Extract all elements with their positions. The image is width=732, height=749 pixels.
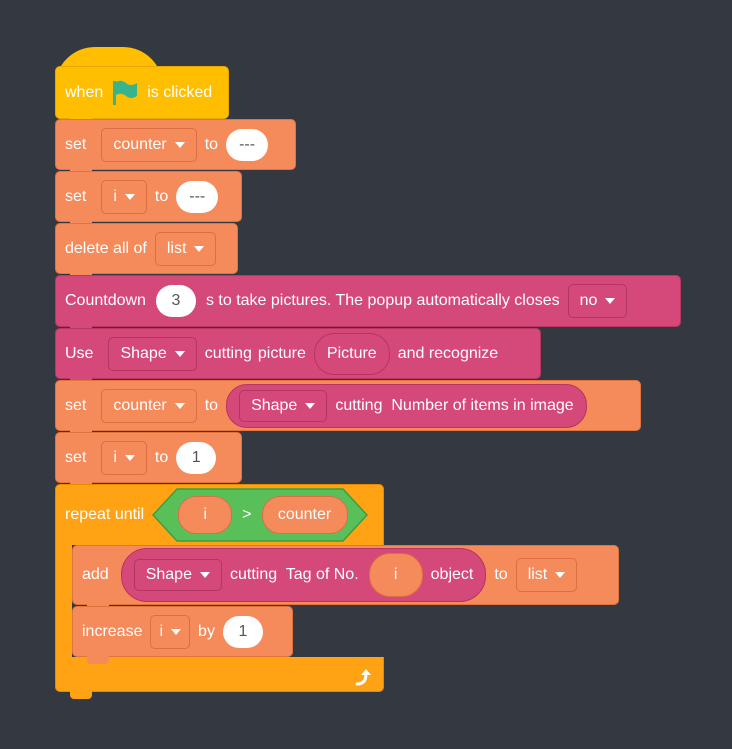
set-label: set — [65, 448, 87, 466]
model-dropdown[interactable]: Shape — [239, 389, 328, 422]
dropdown-value: list — [527, 566, 548, 583]
dropdown-value: no — [579, 292, 598, 309]
caret-down-icon — [171, 628, 182, 635]
model-dropdown[interactable]: Shape — [133, 559, 222, 591]
caret-down-icon — [555, 572, 566, 578]
greater-than-operator[interactable]: i > counter — [152, 488, 369, 542]
dropdown-value: Shape — [145, 566, 192, 583]
caret-down-icon — [124, 193, 135, 200]
caret-down-icon — [305, 402, 316, 409]
increase-i-by-block[interactable]: increase i by 1 — [72, 606, 293, 664]
to-label: to — [204, 135, 219, 153]
number-of-items-reporter[interactable]: Shape cutting Number of items in image — [226, 383, 587, 428]
popup-closes-label: s to take pictures. The popup automatica… — [205, 292, 560, 309]
value-input[interactable]: --- — [176, 180, 219, 213]
delete-all-of-label: delete all of — [65, 239, 147, 257]
use-label: Use — [65, 344, 94, 362]
when-flag-clicked-body[interactable]: when is clicked — [55, 66, 229, 126]
set-label: set — [65, 135, 87, 153]
green-flag-icon — [113, 80, 138, 105]
i-variable-dropdown[interactable]: i — [150, 614, 191, 649]
by-label: by — [198, 622, 215, 640]
picture-reporter[interactable]: Picture — [313, 332, 390, 375]
model-dropdown[interactable]: Shape — [108, 336, 197, 371]
set-i-block[interactable]: set i to --- — [55, 171, 242, 229]
set-i-to-one-block[interactable]: set i to 1 — [55, 432, 242, 490]
counter-variable-dropdown[interactable]: counter — [101, 388, 197, 423]
repeat-until-header: repeat until i > counter — [65, 485, 369, 545]
object-label: object — [430, 566, 474, 583]
set-counter-number-of-items-block[interactable]: set counter to Shape cutting Number of i… — [55, 380, 641, 438]
seconds-input[interactable]: 3 — [155, 285, 196, 317]
caret-down-icon — [199, 572, 210, 578]
countdown-label: Countdown — [65, 292, 146, 309]
dropdown-value: counter — [113, 396, 167, 414]
to-label: to — [154, 448, 169, 466]
dropdown-value: Shape — [120, 344, 167, 362]
set-counter-block[interactable]: set counter to --- — [55, 119, 296, 177]
list-dropdown[interactable]: list — [515, 558, 578, 592]
dropdown-value: i — [113, 187, 117, 205]
i-variable-dropdown[interactable]: i — [101, 440, 147, 475]
value-input[interactable]: 1 — [176, 441, 217, 474]
index-variable-reporter[interactable]: i — [368, 553, 423, 597]
dropdown-value: i — [113, 448, 117, 466]
value-input[interactable]: --- — [226, 128, 269, 161]
use-model-recognize-block[interactable]: Use Shape cutting picture Picture and re… — [55, 328, 541, 386]
caret-down-icon — [174, 350, 185, 357]
auto-close-dropdown[interactable]: no — [567, 284, 628, 318]
caret-down-icon — [605, 298, 616, 304]
add-label: add — [82, 566, 109, 583]
hat-when-label: when — [65, 83, 104, 101]
to-label: to — [204, 396, 219, 414]
add-tag-to-list-block[interactable]: add Shape cutting Tag of No. i object to… — [72, 545, 619, 612]
increase-label: increase — [82, 622, 143, 640]
dropdown-value: Shape — [251, 396, 298, 414]
loop-arrow-icon — [355, 669, 371, 686]
caret-down-icon — [174, 141, 185, 148]
i-variable-dropdown[interactable]: i — [101, 179, 147, 214]
caret-down-icon — [174, 402, 185, 409]
list-dropdown[interactable]: list — [154, 231, 217, 266]
tag-of-object-reporter[interactable]: Shape cutting Tag of No. i object — [120, 548, 487, 602]
picture-label: picture — [257, 344, 306, 362]
dropdown-value: i — [159, 622, 164, 640]
cutting-label: cutting — [204, 344, 252, 362]
repeat-until-label: repeat until — [65, 506, 145, 523]
hat-is-clicked-label: is clicked — [147, 83, 213, 101]
set-label: set — [65, 396, 87, 414]
countdown-take-pictures-block[interactable]: Countdown 3 s to take pictures. The popu… — [55, 275, 681, 334]
counter-variable-dropdown[interactable]: counter — [101, 127, 197, 162]
set-label: set — [65, 187, 87, 205]
and-recognize-label: and recognize — [397, 344, 499, 362]
number-of-items-label: cutting Number of items in image — [335, 396, 574, 414]
to-label: to — [494, 566, 508, 583]
greater-than-symbol: > — [242, 506, 252, 523]
value-input[interactable]: 1 — [222, 615, 263, 648]
dropdown-value: counter — [113, 135, 167, 153]
counter-variable-reporter[interactable]: counter — [261, 496, 348, 534]
dropdown-value: list — [166, 239, 187, 257]
tag-of-no-label: cutting Tag of No. — [229, 566, 359, 583]
to-label: to — [154, 187, 169, 205]
delete-all-of-list-block[interactable]: delete all of list — [55, 223, 238, 281]
i-variable-reporter[interactable]: i — [178, 496, 233, 534]
caret-down-icon — [194, 245, 205, 252]
caret-down-icon — [124, 454, 135, 461]
